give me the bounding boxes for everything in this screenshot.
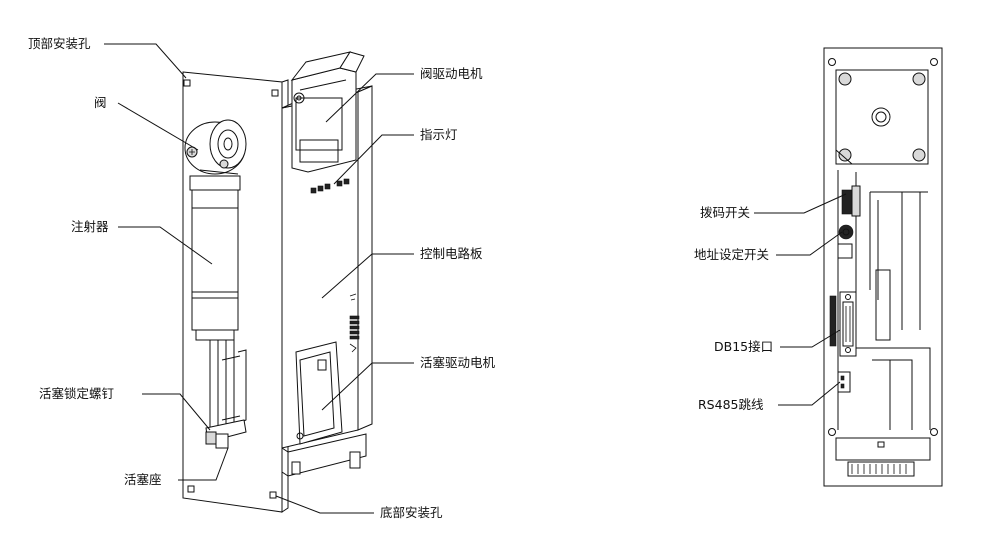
label-dip-switch: 拨码开关 [700,205,750,220]
callout-labels: 顶部安装孔 阀 注射器 活塞锁定螺钉 活塞座 阀驱动电机 指示灯 控制电路板 活… [28,36,773,520]
rs485-jumper [837,371,851,393]
address-switch [837,224,854,259]
valve-motor-body [291,67,357,173]
label-plunger-lock-screw: 活塞锁定螺钉 [39,386,115,401]
label-valve: 阀 [94,95,107,110]
label-syringe: 注射器 [71,219,109,234]
label-top-mount-hole: 顶部安装孔 [28,36,91,51]
pump-isometric-view [182,51,373,513]
bottom-mount-hole-icon [269,491,277,499]
label-rs485-jumper: RS485跳线 [698,397,764,412]
label-control-board: 控制电路板 [420,246,483,261]
label-address-switch: 地址设定开关 [694,247,769,262]
label-bottom-mount-hole: 底部安装孔 [380,505,443,520]
label-db15-port: DB15接口 [714,339,773,354]
dip-switch [841,185,861,217]
plunger-seat [205,419,247,449]
board-connector-pins [349,315,360,340]
top-mount-hole-icon [183,79,191,87]
front-bottom-connector [835,437,931,477]
syringe-barrel [189,175,241,341]
db15-connector [829,291,857,357]
label-valve-motor: 阀驱动电机 [420,66,483,81]
leader-lines [104,43,847,514]
front-valve-motor [835,69,929,165]
label-indicator-light: 指示灯 [420,127,458,142]
indicator-leds [310,178,350,194]
label-plunger-seat: 活塞座 [124,472,162,487]
label-plunger-motor: 活塞驱动电机 [420,355,496,370]
pump-front-view [823,47,943,487]
